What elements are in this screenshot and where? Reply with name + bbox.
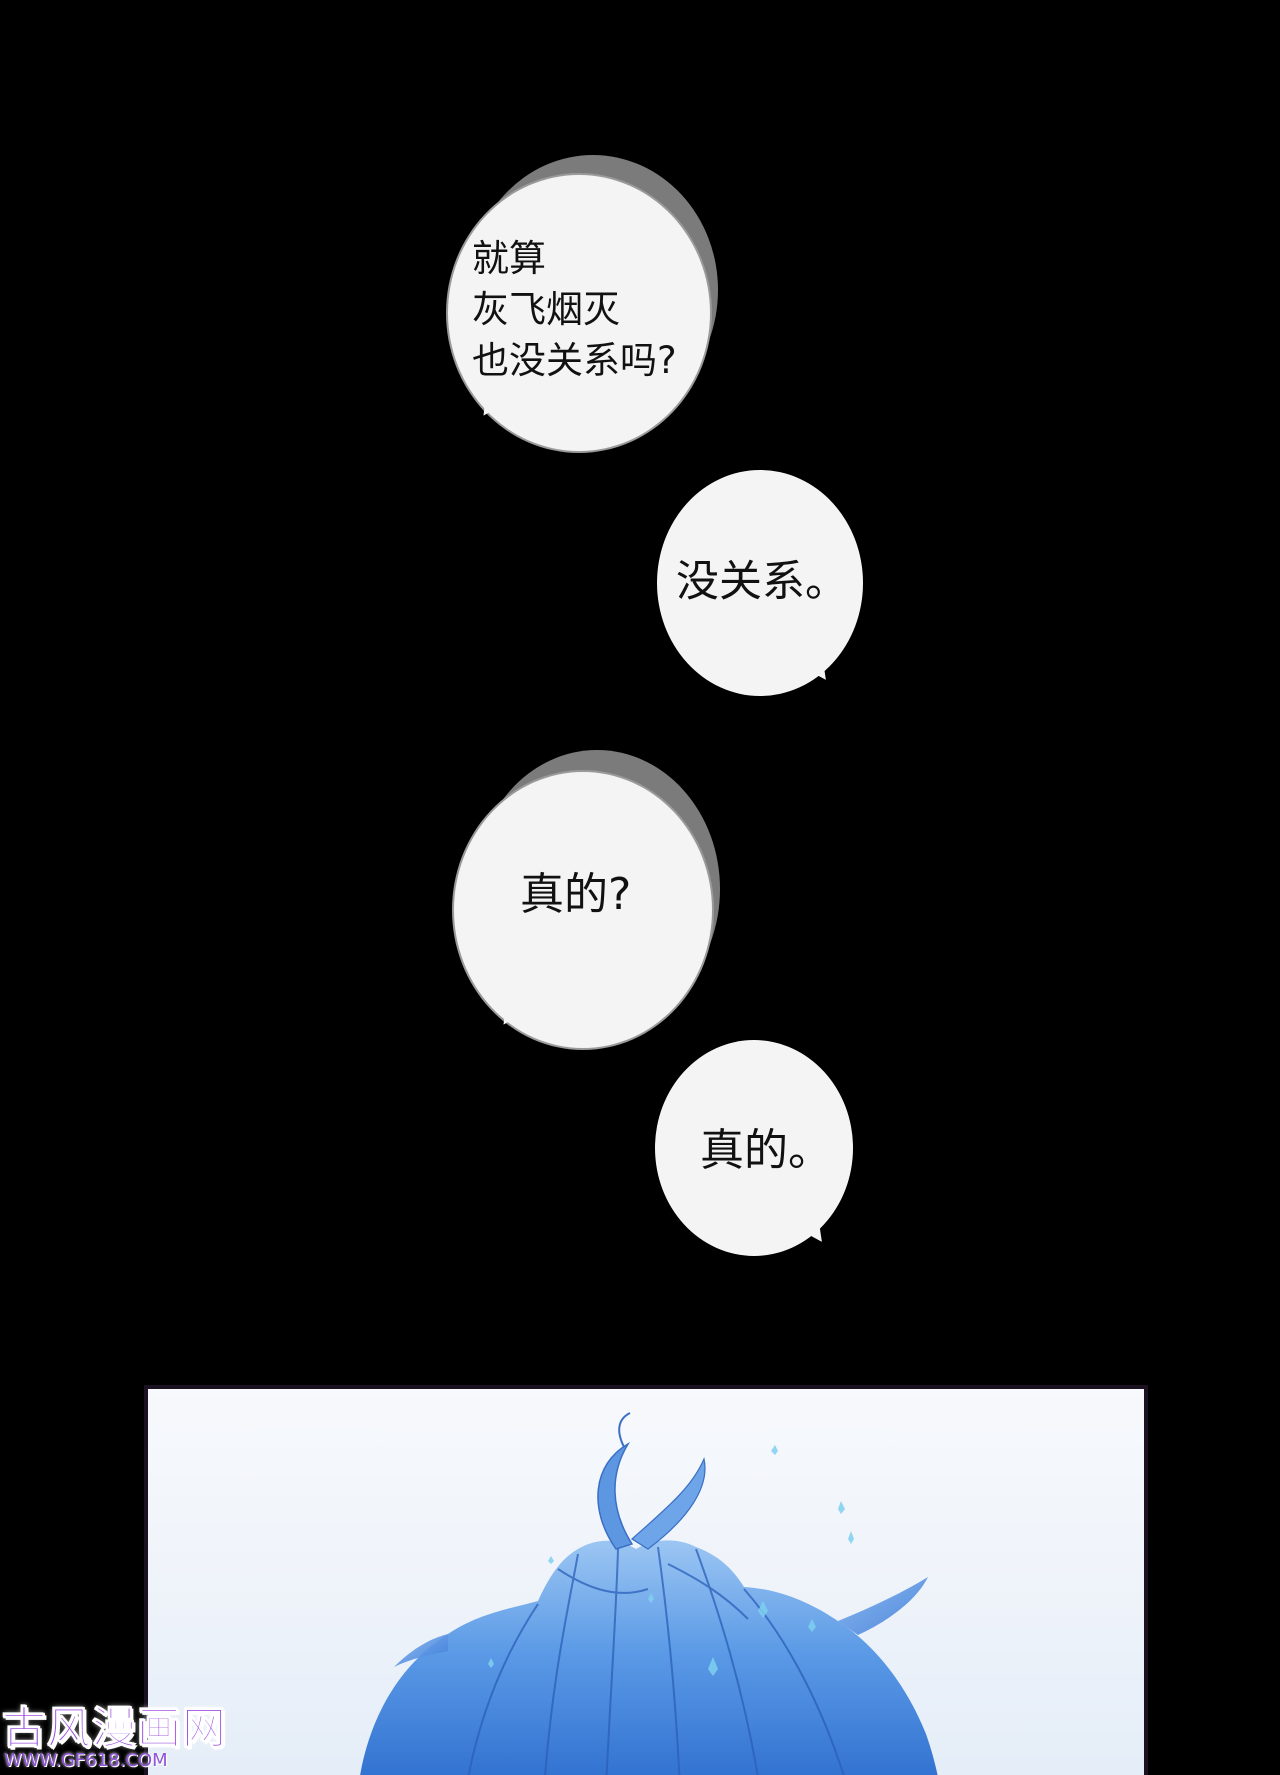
hair-mass — [360, 1540, 938, 1775]
bubble-text: 就算 灰飞烟灭 也没关系吗? — [472, 233, 677, 386]
speech-bubble-4: 真的。 — [655, 1040, 855, 1260]
bubble-line: 没关系。 — [676, 557, 848, 607]
bubble-line: 也没关系吗? — [472, 339, 677, 382]
bubble-line: 就算 — [472, 237, 546, 280]
blue-hair-illustration — [360, 1412, 938, 1775]
bubble-text: 真的。 — [700, 1124, 832, 1178]
site-watermark: 古风漫画网 WWW.GF618.COM — [0, 1692, 227, 1775]
watermark-title: 古风漫画网 — [2, 1703, 227, 1755]
bubble-line: 真的? — [520, 869, 632, 920]
bubble-body — [446, 173, 712, 453]
bubble-body — [452, 770, 714, 1050]
illustration-panel — [144, 1385, 1148, 1775]
bubble-text: 没关系。 — [676, 556, 848, 608]
bubble-line: 灰飞烟灭 — [472, 288, 620, 331]
sparkles — [488, 1445, 854, 1676]
bubble-text: 真的? — [520, 868, 631, 922]
bubble-line: 真的。 — [700, 1125, 832, 1176]
bubble-body — [655, 1040, 853, 1256]
speech-bubble-1: 就算 灰飞烟灭 也没关系吗? — [440, 155, 720, 455]
watermark-url: WWW.GF618.COM — [4, 1750, 168, 1771]
speech-bubble-2: 没关系。 — [655, 470, 865, 700]
bubble-body — [657, 470, 863, 696]
speech-bubble-3: 真的? — [448, 750, 723, 1055]
